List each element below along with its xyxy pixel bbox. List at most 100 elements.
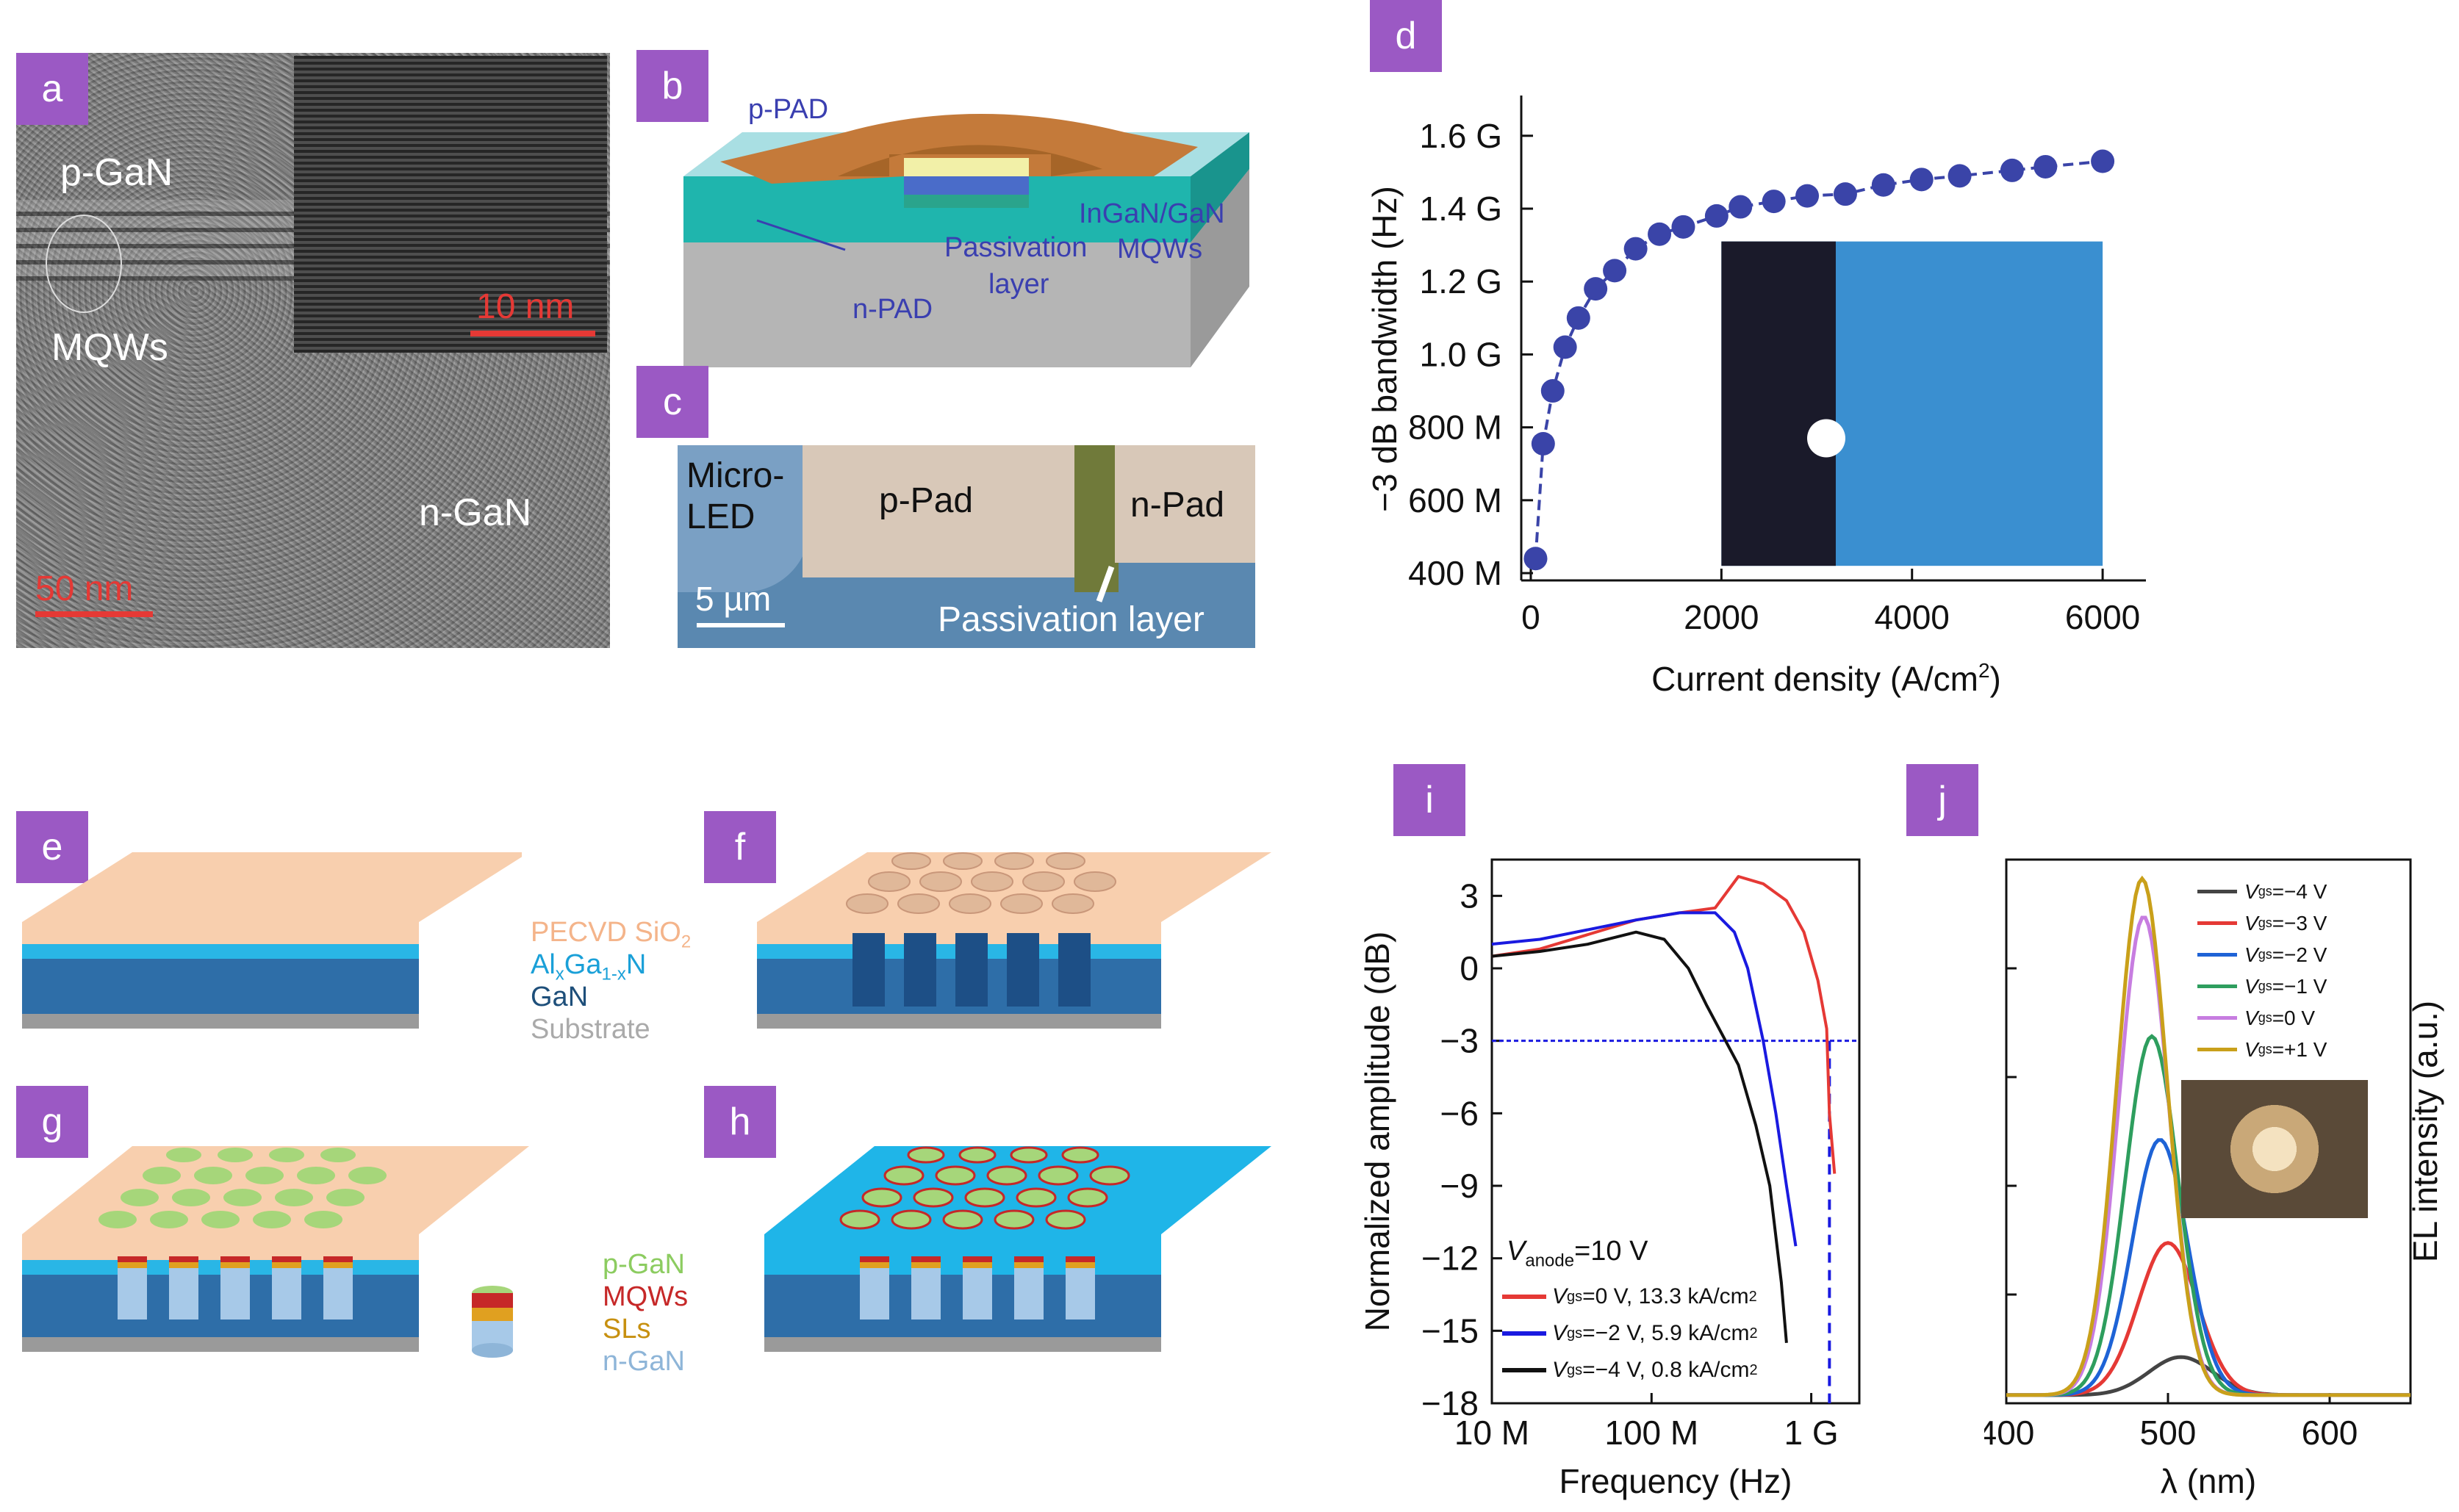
plot-frame-i — [1490, 858, 1861, 1405]
x-tick-label-j: 500 — [2140, 1414, 2197, 1452]
legend-j-sub: gs — [2258, 947, 2272, 962]
micro-led-region — [678, 445, 810, 592]
panel-label-f: f — [704, 811, 776, 883]
annotation-v-anode: Vanode=10 V — [1507, 1236, 1648, 1271]
scale-bar-5um — [697, 623, 785, 627]
legend-j-var: V — [2244, 1037, 2258, 1061]
scale-label-10nm: 10 nm — [476, 287, 575, 326]
data-point-d — [1795, 184, 1820, 208]
plot-frame-j — [2005, 858, 2412, 1405]
j-inset-photo — [2181, 1080, 2368, 1218]
legend-i-swatch — [1502, 1295, 1546, 1299]
label-p-pad-c: p-Pad — [879, 481, 974, 520]
legend-j-text: =−1 V — [2272, 974, 2327, 998]
legend-j-text: =+1 V — [2272, 1037, 2327, 1061]
panel-a-tem-image — [16, 53, 610, 648]
legend-pecvd: PECVD SiO2 — [531, 917, 692, 952]
panel-label-c: c — [636, 366, 708, 438]
panel-label-g: g — [16, 1086, 88, 1158]
legend-j-text: =0 V — [2272, 1006, 2316, 1029]
x-tick-label-d: 2000 — [1684, 598, 1759, 636]
panel-label-d: d — [1370, 0, 1442, 72]
micro-led-schematic — [683, 114, 1249, 367]
d-inset-photo — [1721, 241, 2103, 566]
legend-j-sub: gs — [2258, 979, 2272, 993]
label-n-pad-c: n-Pad — [1130, 486, 1225, 525]
legend-i-var: V — [1552, 1358, 1568, 1382]
y-tick-label-i: −6 — [1440, 1094, 1479, 1132]
series-line-i-1 — [1491, 911, 1798, 1247]
data-point-d — [2000, 158, 2024, 182]
tem-inset-hr — [294, 56, 607, 353]
label-passivation-b: Passivation — [944, 232, 1088, 263]
legend-sls: SLs — [603, 1314, 651, 1344]
legend-i-sup: 2 — [1749, 1325, 1758, 1342]
legend-i-var: V — [1552, 1321, 1568, 1345]
y-tick-label-i: 3 — [1460, 876, 1479, 915]
schematic-g — [22, 1146, 529, 1358]
panel-label-h: h — [704, 1086, 776, 1158]
data-point-d — [1566, 306, 1590, 330]
data-point-d — [1553, 335, 1577, 359]
data-point-d — [1648, 222, 1672, 246]
y-axis-label-j: EL intensity (a.u.) — [2406, 1001, 2444, 1262]
x-axis-label-end-d: ) — [1990, 660, 2001, 698]
series-line-i-0 — [1491, 875, 1837, 1174]
legend-j-sub: gs — [2258, 915, 2272, 930]
y-tick-label-d: 1.2 G — [1419, 262, 1502, 300]
label-micro: Micro- — [686, 456, 785, 495]
label-layer-b: layer — [988, 269, 1049, 300]
d-inset-led — [1807, 419, 1845, 458]
data-point-d — [1531, 431, 1555, 456]
legend-j-text: =−2 V — [2272, 943, 2327, 966]
legend-j-sub: gs — [2258, 1010, 2272, 1025]
legend-i-sup: 2 — [1748, 1288, 1757, 1305]
data-point-d — [1540, 379, 1565, 403]
legend-j-var: V — [2244, 943, 2258, 966]
panel-label-j: j — [1906, 764, 1978, 836]
d-inset-probe — [1721, 241, 1836, 566]
legend-i-sub: gs — [1567, 1288, 1583, 1305]
x-axis-label-j: λ (nm) — [2161, 1462, 2256, 1500]
data-point-d — [1871, 173, 1895, 197]
y-tick-label-d: 400 M — [1408, 554, 1502, 592]
legend-gan: GaN — [531, 982, 589, 1012]
legend-algan: AlxGa1-xN — [531, 949, 647, 984]
x-tick-label-j: 400 — [1984, 1414, 2034, 1452]
panel-label-i: i — [1393, 764, 1465, 836]
data-point-d — [2091, 149, 2115, 173]
x-tick-label-j: 600 — [2302, 1414, 2358, 1452]
legend-j-var: V — [2244, 911, 2258, 935]
y-tick-label-d: 1.6 G — [1419, 117, 1502, 155]
legend-j-text: =−3 V — [2272, 911, 2327, 935]
scale-bar-10nm — [470, 331, 595, 336]
legend-i-text: =−2 V, 5.9 kA/cm — [1582, 1321, 1750, 1345]
mqw-ellipse — [46, 215, 122, 313]
data-point-d — [1671, 215, 1695, 239]
chart-j: 400 500 600 λ (nm) EL intensity (a.u.) — [1984, 858, 2444, 1500]
legend-mqws: MQWs — [603, 1281, 689, 1312]
data-point-d — [1603, 259, 1627, 283]
x-tick-label-i: 100 M — [1604, 1414, 1698, 1452]
legend-j-var: V — [2244, 974, 2258, 998]
x-axis-label-d: Current density (A/cm2) — [1651, 659, 2001, 698]
data-point-d — [1704, 204, 1729, 228]
label-mqws-b: MQWs — [1117, 234, 1203, 264]
x-tick-label-i: 10 M — [1454, 1414, 1529, 1452]
data-point-d — [1762, 190, 1786, 214]
label-n-gan: n-GaN — [419, 492, 532, 534]
y-tick-label-d: 600 M — [1408, 481, 1502, 519]
scale-label-50nm: 50 nm — [35, 569, 134, 608]
data-point-d — [1833, 182, 1857, 206]
y-tick-label-i: −9 — [1440, 1167, 1479, 1205]
schematic-e — [22, 852, 522, 1029]
